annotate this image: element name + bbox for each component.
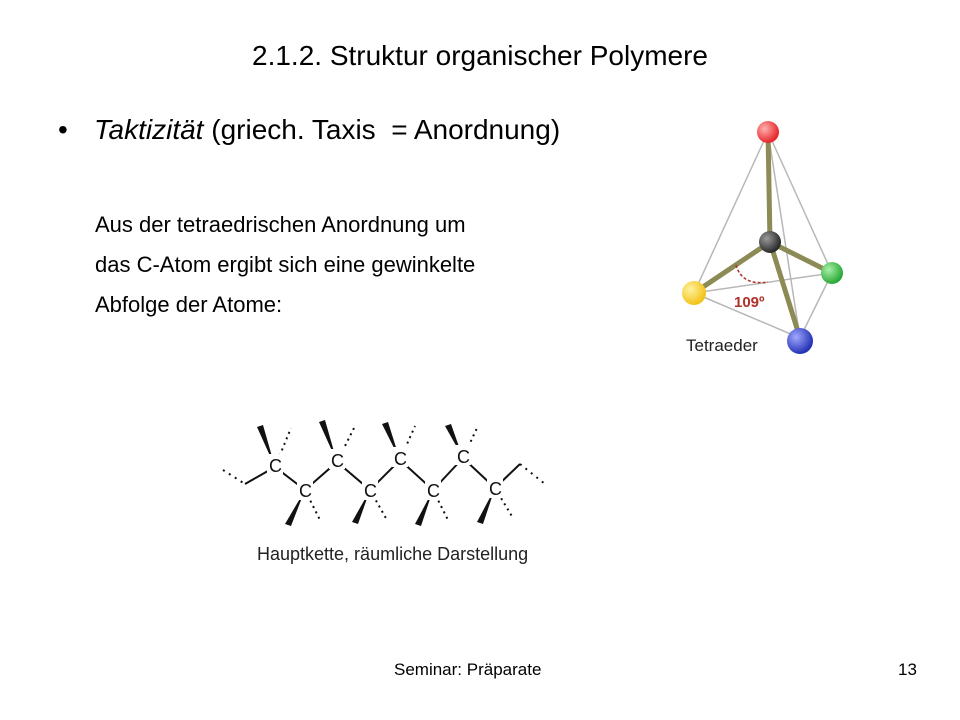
tetrahedron-caption: Tetraeder <box>686 336 758 355</box>
bullet-rest: (griech. Taxis = Anordnung) <box>203 114 561 145</box>
body-line: Aus der tetraedrischen Anordnung um <box>95 212 466 237</box>
body-line: Abfolge der Atome: <box>95 292 283 317</box>
carbon-label: C <box>331 451 344 471</box>
carbon-label: C <box>269 456 282 476</box>
atom-right <box>821 262 843 284</box>
carbon-label: C <box>489 479 502 499</box>
atom-bottom <box>787 328 813 354</box>
page-number: 13 <box>898 660 917 679</box>
carbon-label: C <box>364 481 377 501</box>
main-chain <box>244 456 521 492</box>
footer-title: Seminar: Präparate <box>394 660 542 679</box>
wedge-bonds-up <box>257 420 463 467</box>
tetrahedron-figure: 109º Tetraeder <box>682 121 843 355</box>
carbon-label: C <box>457 447 470 467</box>
polymer-chain-figure: C C C C C C C C Hauptkette, räumliche Da… <box>222 420 546 564</box>
carbon-label: C <box>427 481 440 501</box>
chain-caption: Hauptkette, räumliche Darstellung <box>257 544 528 564</box>
angle-arc <box>735 264 769 284</box>
body-text: Aus der tetraedrischen Anordnung um das … <box>95 205 475 325</box>
dashed-bonds-up <box>274 425 478 468</box>
carbon-label: C <box>394 449 407 469</box>
bullet-dot: • <box>58 114 68 145</box>
bullet-item: • Taktizität (griech. Taxis = Anordnung) <box>58 114 560 146</box>
bullet-term: Taktizität <box>94 114 204 145</box>
slide-title: 2.1.2. Struktur organischer Polymere <box>252 40 708 71</box>
atom-center <box>759 231 781 253</box>
atom-top <box>757 121 779 143</box>
wedge-bonds-down <box>285 488 495 526</box>
atom-left <box>682 281 706 305</box>
angle-label: 109º <box>734 294 765 311</box>
carbon-label: C <box>299 481 312 501</box>
bonds <box>691 129 835 341</box>
body-line: das C-Atom ergibt sich eine gewinkelte <box>95 252 476 277</box>
tetrahedron-edges <box>693 131 833 339</box>
